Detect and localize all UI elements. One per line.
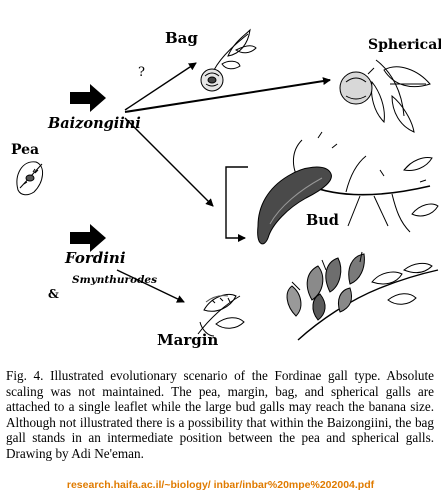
arrow-to-bag: [124, 62, 197, 111]
source-link[interactable]: research.haifa.ac.il/~biology/ inbar/inb…: [66, 479, 375, 491]
bag-gall-drawing: [200, 28, 257, 92]
bud-gall-drawing: [257, 131, 439, 245]
figure-caption: Fig. 4. Illustrated evolutionary scenari…: [6, 368, 434, 461]
margin-label: Margin: [157, 331, 219, 349]
arrow-to-spherical: [124, 77, 331, 113]
fordini-label: Fordini: [65, 249, 126, 267]
question-mark: ?: [138, 65, 145, 80]
margin-gall-drawing: [197, 294, 245, 337]
pea-label: Pea: [11, 142, 40, 158]
arrow-to-margin: [116, 269, 185, 303]
fordini-block-arrow: [70, 224, 106, 252]
bag-label: Bag: [165, 29, 198, 47]
evolution-diagram: [16, 28, 439, 341]
clustered-gall-drawing: [286, 251, 439, 341]
pea-gall-drawing: [16, 161, 43, 196]
spherical-label: Spherical: [368, 37, 441, 53]
arrow-to-bud: [124, 117, 214, 207]
baizongiini-block-arrow: [70, 84, 106, 112]
spherical-gall-drawing: [339, 59, 431, 133]
baizongiini-label: Baizongiini: [48, 115, 141, 132]
bud-label: Bud: [306, 212, 339, 229]
bud-bracket-arrow: [225, 166, 248, 242]
smynthurodes-label: Smynthurodes: [72, 274, 158, 286]
ampersand-label: &: [48, 287, 59, 301]
